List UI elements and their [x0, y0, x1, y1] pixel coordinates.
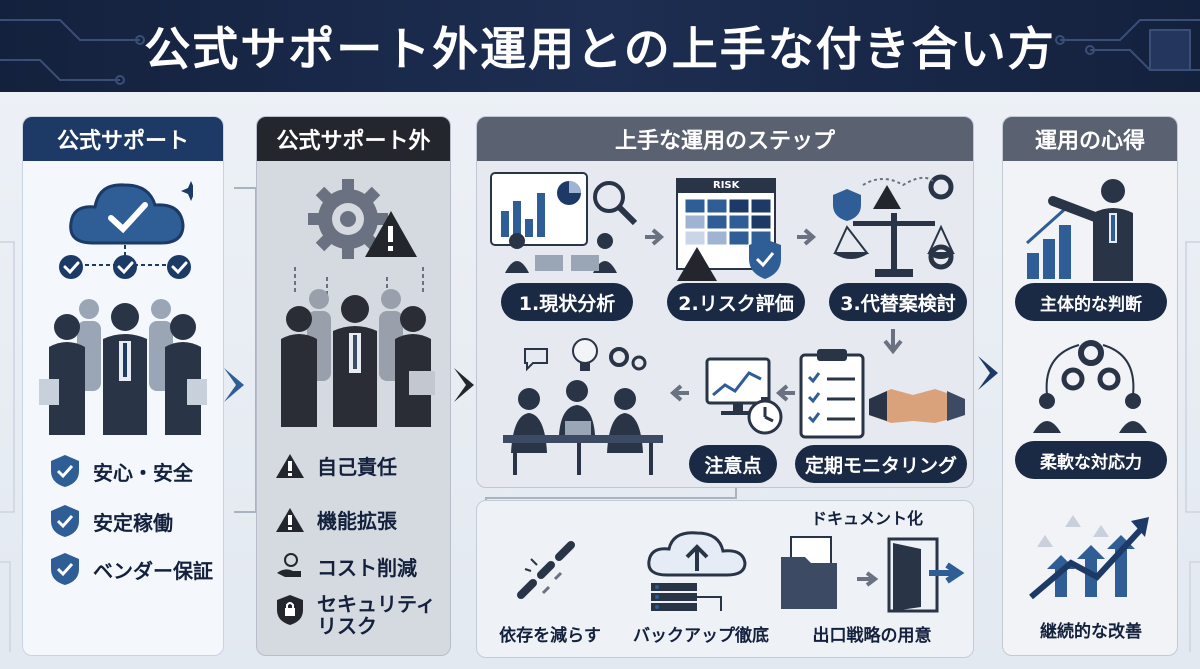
background-circuit-icon: [0, 241, 1200, 652]
official-item-label: 安心・安全: [93, 460, 193, 485]
mindset-item-1: 主体的な判断: [1015, 283, 1167, 321]
step-3-label: 3.代替案検討: [840, 292, 956, 315]
unofficial-item-security: セキュリティ リスク: [275, 593, 436, 637]
steps-panel: 上手な運用のステップ RISK: [476, 116, 974, 488]
caution-chip: 注意点: [689, 445, 777, 483]
page-title: 公式サポート外運用との上手な付き合い方: [144, 22, 1056, 76]
arrow-right-icon: [645, 228, 665, 246]
hand-coin-icon: [277, 553, 301, 577]
caution-details-box: 依存を減らす バックアップ徹底 ドキュメント化 出口戦略の用意: [476, 500, 974, 658]
documentation-label: ドキュメント化: [810, 509, 923, 528]
risk-matrix-icon: [676, 178, 781, 281]
warning-icon: [276, 507, 304, 532]
arrow-right-icon: [797, 228, 817, 246]
unofficial-item-cost: コスト削減: [275, 551, 417, 581]
official-item-safety: 安心・安全: [49, 453, 193, 489]
unofficial-item-label: 自己責任: [317, 455, 397, 479]
monitoring-label: 定期モニタリング: [804, 454, 957, 477]
cloud-backup-icon: [647, 531, 747, 611]
official-support-panel: 公式サポート 安心・安全 安定稼働: [22, 116, 224, 656]
circuit-decoration-icon: [1055, 19, 1200, 71]
reduce-dependency-label: 依存を減らす: [499, 626, 601, 646]
risk-label: RISK: [713, 180, 740, 191]
official-item-label: 安定稼働: [93, 510, 173, 535]
continuous-growth-icon: [1029, 515, 1149, 600]
step-1-label: 1.現状分析: [518, 292, 616, 315]
official-item-label: ベンダー保証: [93, 558, 213, 583]
shield-check-icon: [51, 553, 79, 585]
flexible-gears-icon: [1033, 340, 1147, 433]
arrow-right-icon: [224, 368, 244, 402]
mindset-label: 主体的な判断: [1040, 294, 1142, 315]
unofficial-support-panel: 公式サポート外 自己責任 機能拡張: [256, 116, 451, 656]
official-item-vendor: ベンダー保証: [49, 551, 213, 587]
leader-growth-icon: [1025, 179, 1133, 281]
arrow-left-icon: [775, 384, 795, 402]
official-support-header: 公式サポート: [23, 117, 223, 161]
monitor-chart-icon: [705, 357, 783, 435]
unofficial-item-label: コスト削減: [317, 555, 417, 580]
team-meeting-icon: [503, 338, 663, 475]
unofficial-item-label: セキュリティ リスク: [317, 592, 436, 638]
mindset-header: 運用の心得: [1003, 117, 1177, 161]
business-team-icon: [281, 289, 435, 427]
monitoring-chip: 定期モニタリング: [795, 445, 967, 483]
unofficial-item-label: 機能拡張: [317, 509, 397, 533]
official-item-stable: 安定稼働: [49, 503, 173, 539]
business-team-icon: [39, 299, 207, 435]
analysis-dashboard-icon: [490, 172, 638, 273]
step-3-chip: 3.代替案検討: [829, 283, 967, 321]
gear-warning-icon: [308, 179, 417, 259]
shield-check-icon: [51, 455, 79, 487]
unofficial-item-self: 自己責任: [275, 451, 397, 480]
cloud-check-icon: [69, 181, 193, 245]
title-banner: 公式サポート外運用との上手な付き合い方: [0, 0, 1200, 92]
caution-label: 注意点: [704, 454, 762, 477]
shield-lock-icon: [277, 595, 303, 625]
warning-icon: [276, 453, 304, 478]
check-network-icon: [59, 245, 191, 279]
unofficial-item-extension: 機能拡張: [275, 505, 397, 534]
exit-strategy-label: 出口戦略の用意: [812, 626, 932, 646]
balance-scale-icon: [833, 174, 955, 277]
mindset-panel: 運用の心得 主体的な判断 柔軟な対応力 継続的な改善: [1002, 116, 1178, 656]
unofficial-support-header: 公式サポート外: [257, 117, 450, 161]
clipboard-handshake-icon: [799, 349, 965, 439]
mindset-item-3: 継続的な改善: [1040, 622, 1142, 642]
dashed-connectors-icon: [294, 267, 424, 295]
connector-line: [234, 187, 257, 513]
steps-header: 上手な運用のステップ: [477, 117, 973, 161]
mindset-label: 柔軟な対応力: [1040, 452, 1142, 473]
mindset-item-2: 柔軟な対応力: [1015, 441, 1167, 479]
circuit-decoration-icon: [0, 19, 145, 85]
step-1-chip: 1.現状分析: [501, 283, 633, 321]
arrow-right-icon: [978, 356, 998, 390]
arrow-right-icon: [454, 368, 474, 402]
step-2-chip: 2.リスク評価: [667, 283, 805, 321]
broken-chain-icon: [517, 541, 575, 599]
backup-label: バックアップ徹底: [633, 626, 769, 646]
shield-check-icon: [51, 505, 79, 537]
step-2-label: 2.リスク評価: [678, 292, 794, 315]
arrow-down-icon: [883, 329, 903, 355]
folder-exit-door-icon: [781, 536, 965, 613]
arrow-left-icon: [669, 384, 689, 402]
